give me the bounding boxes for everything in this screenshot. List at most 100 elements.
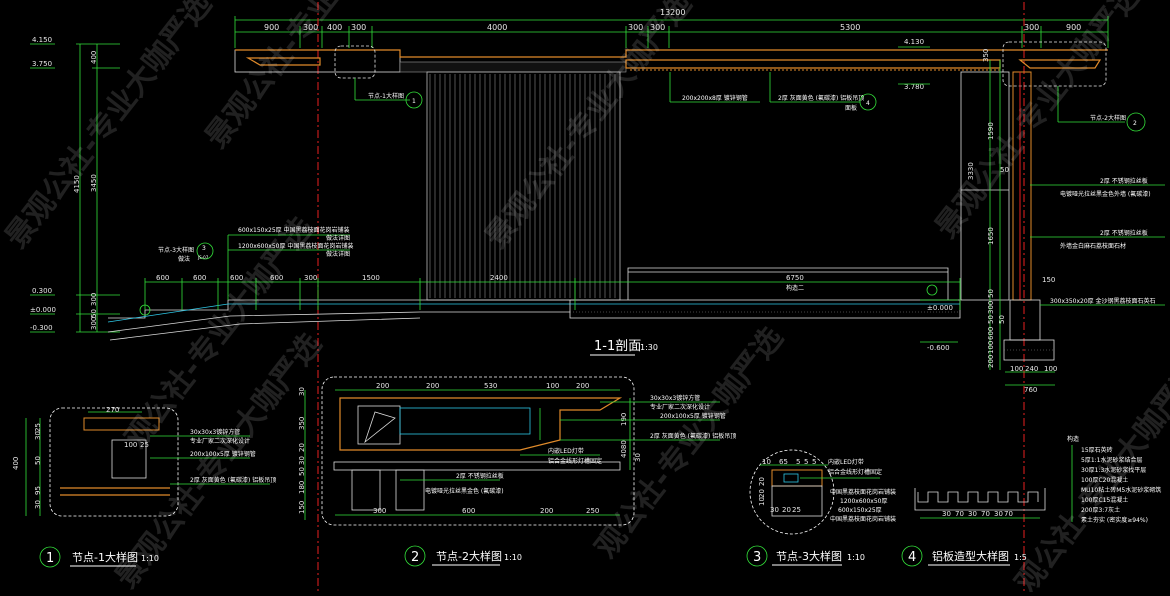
dim: 30 xyxy=(298,387,306,396)
dim: 350 xyxy=(298,417,306,430)
dim: 190 xyxy=(620,413,628,426)
dim: 50 xyxy=(298,467,306,476)
dim: 30 xyxy=(770,506,779,514)
node-circle-number: 2 xyxy=(1133,120,1137,127)
dim-seg: 2400 xyxy=(490,274,508,282)
elevation-label: 3.750 xyxy=(32,60,52,68)
dim: 25 xyxy=(140,441,149,449)
dim: 180 xyxy=(298,481,306,494)
dim: 250 xyxy=(586,507,599,515)
node-circle-number: 4 xyxy=(866,100,870,107)
dim-seg: 5300 xyxy=(840,23,860,32)
dim: 30 xyxy=(34,431,42,440)
dim: 200 xyxy=(540,507,553,515)
construction-legend: 构造 15厚石英砖 5厚1:1水泥砂浆结合层 30厚1:3水泥砂浆找平层 100… xyxy=(1067,435,1161,524)
note: 铝合金线形灯槽固定 xyxy=(548,457,602,465)
dim: 5 xyxy=(804,458,808,466)
vertical-dim: 50 xyxy=(90,309,98,318)
note-steel1-sub: 电镀哑光拉丝黑金色外墙 (氟碳漆) xyxy=(1060,190,1151,198)
ground-slab xyxy=(107,267,1055,361)
watermark-text: 景观公社-专业大咖严选 xyxy=(929,0,1149,245)
vertical-dim: 300 xyxy=(90,293,98,306)
dim-seg: 900 xyxy=(264,23,279,32)
vertical-dim: 300 xyxy=(90,317,98,330)
node-circle-number: 3 xyxy=(202,245,206,252)
note: 内嵌LED灯带 xyxy=(828,458,864,466)
dim-seg: 600 xyxy=(156,274,169,282)
dim-seg: 900 xyxy=(1066,23,1081,32)
note-node1: 节点-1大样图 xyxy=(368,92,404,100)
dim: 70 xyxy=(981,510,990,518)
dim-seg: 4000 xyxy=(487,23,507,32)
node-circle-number: 1 xyxy=(412,98,416,105)
base-dim: 760 xyxy=(1024,386,1037,394)
legend-item: 素土夯实 (密实度≥94%) xyxy=(1081,516,1148,524)
vertical-dim: 50 xyxy=(987,289,995,298)
vertical-dim: 50 xyxy=(987,315,995,324)
legend-item: 100厚C20混凝土 xyxy=(1081,476,1128,484)
note: 2厚 灰面黄色 (氟碳漆) 铝板吊顶 xyxy=(650,432,736,440)
detail-number: 4 xyxy=(908,550,916,565)
vertical-dim: 100 xyxy=(987,341,995,354)
dim: 600 xyxy=(462,507,475,515)
right-elevations: 4.130 3.780 ±0.000 -0.600 350 1590 3330 … xyxy=(898,38,1057,394)
dim: 100 xyxy=(124,441,137,449)
legend-title: 构造 xyxy=(1067,435,1079,443)
dim: 5 xyxy=(812,458,816,466)
note: 专业厂家二次深化设计 xyxy=(650,403,710,411)
dim: 300 xyxy=(373,507,386,515)
note-stone1: 600x150x25厚 中国黑荔枝面花岗岩铺装 xyxy=(238,226,350,234)
dim: 30 xyxy=(968,510,977,518)
note-steel2: 2厚 不锈钢拉丝板 xyxy=(1100,229,1148,237)
note-lobby: 构造二 xyxy=(786,284,804,292)
dim-seg: 1500 xyxy=(362,274,380,282)
elevation-label: ±0.000 xyxy=(927,304,953,312)
note: 30x30x3镀锌方管 xyxy=(190,428,240,436)
note-stone2: 1200x600x50厚 中国黑荔枝面花岗岩铺装 xyxy=(238,242,353,250)
legend-item: 200厚3:7灰土 xyxy=(1081,506,1120,514)
vertical-dim: 4150 xyxy=(73,175,81,193)
note-node3-sub: 做法 xyxy=(178,255,190,263)
note-stone1-sub: 做法详图 xyxy=(326,234,350,242)
legend-item: 100厚C15混凝土 xyxy=(1081,496,1128,504)
bottom-dimension-chain: 600 600 600 600 300 1500 2400 6750 xyxy=(144,274,961,310)
top-dimension-chain: 13200 900 300 400 300 4000 300 300 5300 … xyxy=(234,8,1109,48)
dim: 400 xyxy=(12,457,20,470)
dim: 5 xyxy=(796,458,800,466)
detail-number: 2 xyxy=(411,550,419,565)
detail-2: 200 200 530 100 200 300 600 200 250 30 3… xyxy=(298,376,736,567)
dim-seg: 300 xyxy=(628,23,643,32)
node-ref: JS-07 xyxy=(197,255,209,260)
legend-item: MU10粘土砖M5水泥砂浆砌筑 xyxy=(1081,486,1161,494)
note: 中国黑荔枝面花岗岩铺装 xyxy=(830,515,896,523)
dim-seg: 300 xyxy=(304,274,317,282)
dim: 20 xyxy=(758,477,766,486)
watermark-text: 观公社-专业大咖严选 xyxy=(589,321,790,565)
vertical-dim: 200 xyxy=(987,355,995,368)
dim-seg: 300 xyxy=(351,23,366,32)
watermark-text: 景观公社-专业大咖严选 xyxy=(479,0,699,255)
dim: 200 xyxy=(576,382,589,390)
dim: 25 xyxy=(34,423,42,432)
dim: 200 xyxy=(376,382,389,390)
dim: 4080 xyxy=(620,440,628,458)
section-1-1: 13200 900 300 400 300 4000 300 300 5300 … xyxy=(30,2,1165,592)
dim: 30 xyxy=(298,456,306,465)
detail-scale: 1:10 xyxy=(504,553,522,562)
legend-item: 30厚1:3水泥砂浆找平层 xyxy=(1081,466,1146,474)
elevation-label: 0.300 xyxy=(32,287,52,295)
vertical-dim: 350 xyxy=(982,49,990,62)
dim: 50 xyxy=(34,456,42,465)
detail-title: 节点-3大样图 xyxy=(776,549,842,563)
legend-item: 15厚石英砖 xyxy=(1081,446,1113,454)
elevation-label: -0.600 xyxy=(927,344,950,352)
note: 内嵌LED灯带 xyxy=(548,447,584,455)
elevation-label: 4.130 xyxy=(904,38,924,46)
dim-total: 13200 xyxy=(660,8,685,17)
dim-seg: 600 xyxy=(270,274,283,282)
dim: 20 xyxy=(758,489,766,498)
dim: 30 xyxy=(994,510,1003,518)
base-dim: 100 xyxy=(1044,365,1057,373)
note-base: 300x350x20厚 金沙钢黑荔枝面石英石 xyxy=(1050,297,1156,305)
vertical-dim: 300 xyxy=(987,301,995,314)
